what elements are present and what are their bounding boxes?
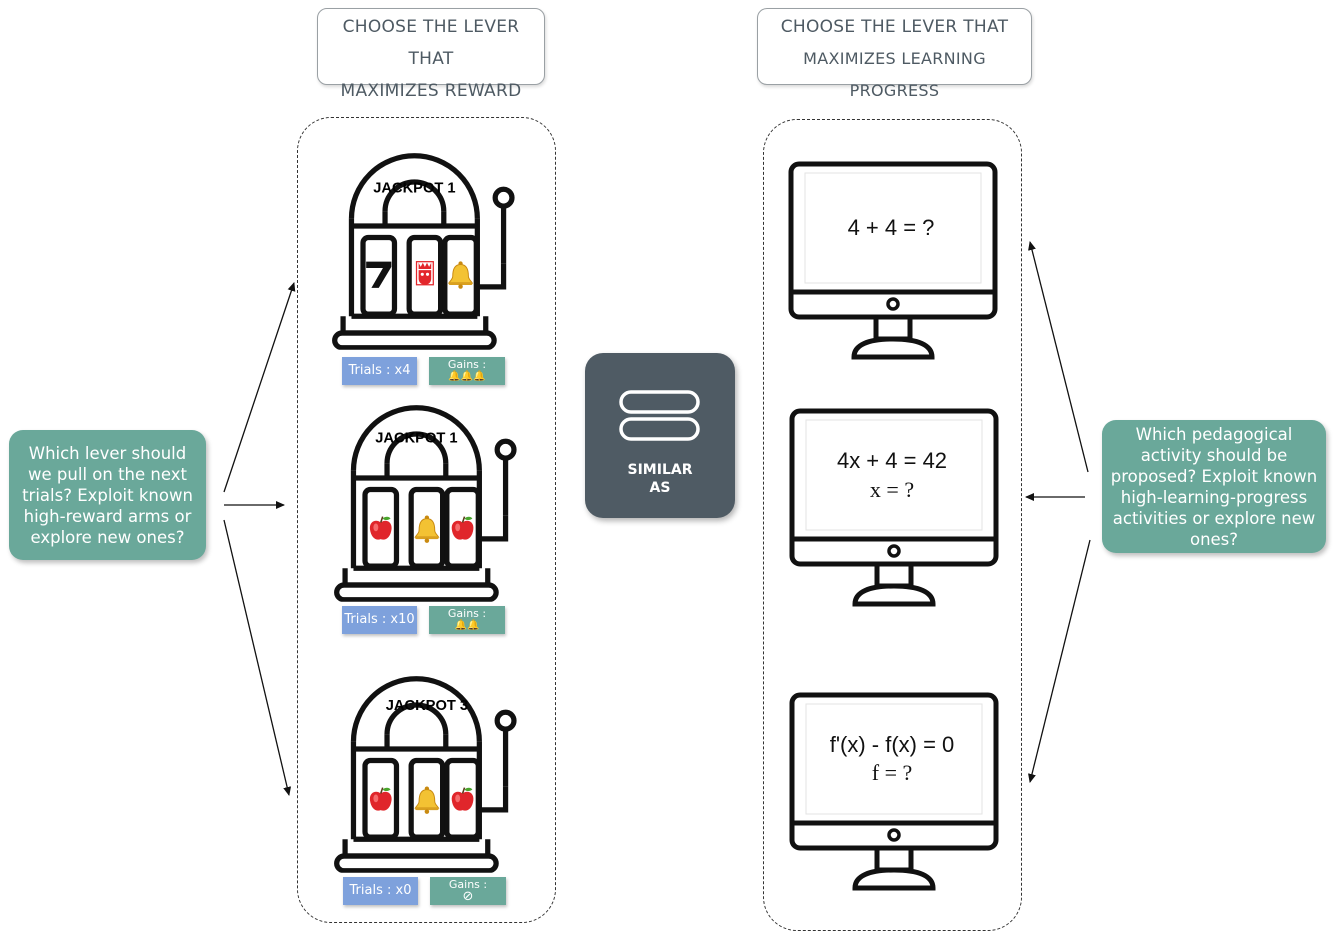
slot-machine-3: JACKPOT 3 Trials : x0 Gains : ⊘ bbox=[324, 663, 534, 913]
slot-machine-2: JACKPOT 1 Trials : x10 Gains : 🔔🔔 bbox=[324, 392, 534, 642]
equals-icon bbox=[619, 390, 700, 441]
monitor-1: 4 + 4 = ? bbox=[788, 161, 998, 361]
arrow-to-screen-top bbox=[1028, 241, 1089, 473]
header-left-line2: MAXIMIZES REWARD bbox=[340, 81, 522, 101]
reel-2-bell-icon bbox=[414, 785, 440, 815]
as-label: AS bbox=[649, 480, 671, 496]
screen-2-line2: x = ? bbox=[870, 477, 914, 502]
slot-machine-1: JACKPOT 1 Trials : x4 Gains : 🔔🔔🔔 bbox=[322, 140, 532, 390]
similar-as-box: SIMILAR AS bbox=[585, 353, 735, 518]
monitor-2: 4x + 4 = 42 x = ? bbox=[789, 408, 999, 608]
reel-3-apple-icon bbox=[450, 515, 475, 541]
header-left-line1: CHOOSE THE LEVER THAT bbox=[342, 17, 520, 69]
activity-question-bubble: Which pedagogical activity should be pro… bbox=[1102, 420, 1326, 553]
header-right-line2: MAXIMIZES LEARNING PROGRESS bbox=[803, 49, 986, 100]
reel-1-seven-icon bbox=[366, 261, 392, 288]
gains-label-3: Gains : bbox=[448, 878, 488, 891]
header-maximize-reward: CHOOSE THE LEVER THAT MAXIMIZES REWARD bbox=[317, 8, 545, 101]
reel-2-bell-icon bbox=[414, 514, 440, 544]
jackpot-label-2: JACKPOT 1 bbox=[375, 430, 457, 446]
screen-3-line1: f'(x) - f(x) = 0 bbox=[830, 732, 955, 757]
gains-label-1: Gains : bbox=[447, 358, 487, 371]
similar-label: SIMILAR bbox=[627, 462, 693, 478]
gains-bells-1: 🔔🔔🔔 bbox=[448, 371, 486, 382]
monitor-3: f'(x) - f(x) = 0 f = ? bbox=[789, 692, 999, 892]
reel-2-crown-icon bbox=[415, 261, 434, 286]
header-right-line1: CHOOSE THE LEVER THAT bbox=[780, 17, 1009, 37]
reel-1-apple-icon bbox=[369, 515, 393, 541]
arrow-to-jackpot-top bbox=[223, 282, 296, 493]
jackpot-label-1: JACKPOT 1 bbox=[373, 180, 455, 196]
reel-3-bell-icon bbox=[448, 260, 473, 289]
jackpot-label-3: JACKPOT 3 bbox=[386, 698, 468, 714]
arrow-to-jackpot-bottom bbox=[223, 519, 292, 796]
gains-badge-3: Gains : ⊘ bbox=[430, 877, 506, 905]
gains-badge-2: Gains : 🔔🔔 bbox=[429, 606, 505, 634]
screen-3-line2: f = ? bbox=[872, 760, 913, 785]
screen-2-line1: 4x + 4 = 42 bbox=[837, 448, 947, 473]
reel-3-apple-icon bbox=[450, 786, 475, 812]
gains-bells-2: 🔔🔔 bbox=[454, 620, 480, 631]
trials-badge-2: Trials : x10 bbox=[342, 606, 417, 634]
slot-machines-panel bbox=[297, 117, 556, 923]
reel-1-apple-icon bbox=[369, 786, 393, 812]
gains-none-icon: ⊘ bbox=[462, 889, 474, 904]
gains-label-2: Gains : bbox=[447, 607, 487, 620]
arrow-to-screen-bottom bbox=[1028, 539, 1091, 783]
screen-1-line1: 4 + 4 = ? bbox=[848, 215, 935, 240]
lever-question-bubble: Which lever should we pull on the next t… bbox=[9, 430, 206, 560]
header-maximize-learning-progress: CHOOSE THE LEVER THAT MAXIMIZES LEARNING… bbox=[757, 8, 1032, 100]
gains-badge-1: Gains : 🔔🔔🔔 bbox=[429, 357, 505, 385]
trials-badge-1: Trials : x4 bbox=[342, 357, 417, 385]
trials-badge-3: Trials : x0 bbox=[343, 877, 418, 905]
